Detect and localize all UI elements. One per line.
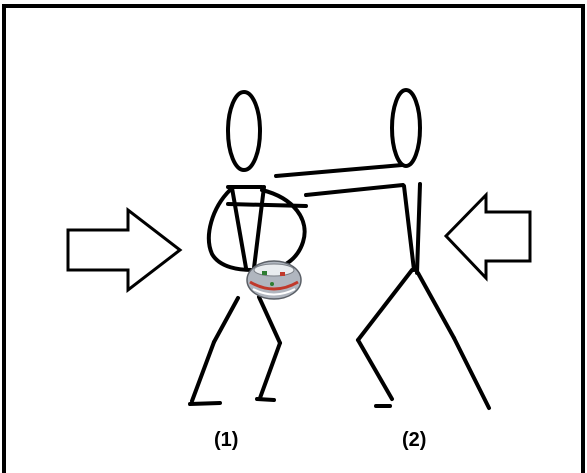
player-2-label: (2) — [402, 429, 427, 451]
player-1-label: (1) — [214, 429, 239, 451]
figure-1-leg-left-lower — [190, 340, 216, 403]
figure-1-leg-right-upper — [257, 295, 282, 345]
rugby-ball-icon — [246, 260, 302, 300]
frame-border — [2, 4, 585, 473]
figure-2-head — [390, 88, 422, 168]
figure-1-arm-right — [260, 188, 307, 272]
figure-1-foot-right — [255, 397, 276, 402]
figure-2-body-left — [402, 184, 416, 272]
arrow-left-icon — [443, 191, 532, 282]
figure-player-2 — [274, 88, 491, 410]
figure-1-hold-line — [226, 202, 308, 208]
figure-1-foot-left — [188, 401, 222, 406]
figure-1-leg-right-lower — [258, 341, 282, 400]
figure-2-arm-upper — [274, 163, 404, 178]
figure-2-arm-lower — [304, 183, 405, 197]
figure-1-leg-left-upper — [212, 296, 240, 344]
figure-1-body-right — [252, 185, 266, 270]
figure-1-head — [226, 90, 262, 172]
figure-player-1 — [188, 90, 308, 406]
figure-2-leg-left-lower — [356, 338, 394, 401]
figure-2-leg-right-upper — [416, 271, 456, 340]
figure-1-arm-left — [206, 188, 254, 272]
figure-1-body-left — [230, 186, 248, 270]
figure-2-leg-right-lower — [452, 336, 491, 410]
figure-2-body-right — [415, 182, 422, 275]
arrow-right-icon — [66, 206, 183, 294]
figure-2-leg-left-upper — [356, 268, 414, 342]
